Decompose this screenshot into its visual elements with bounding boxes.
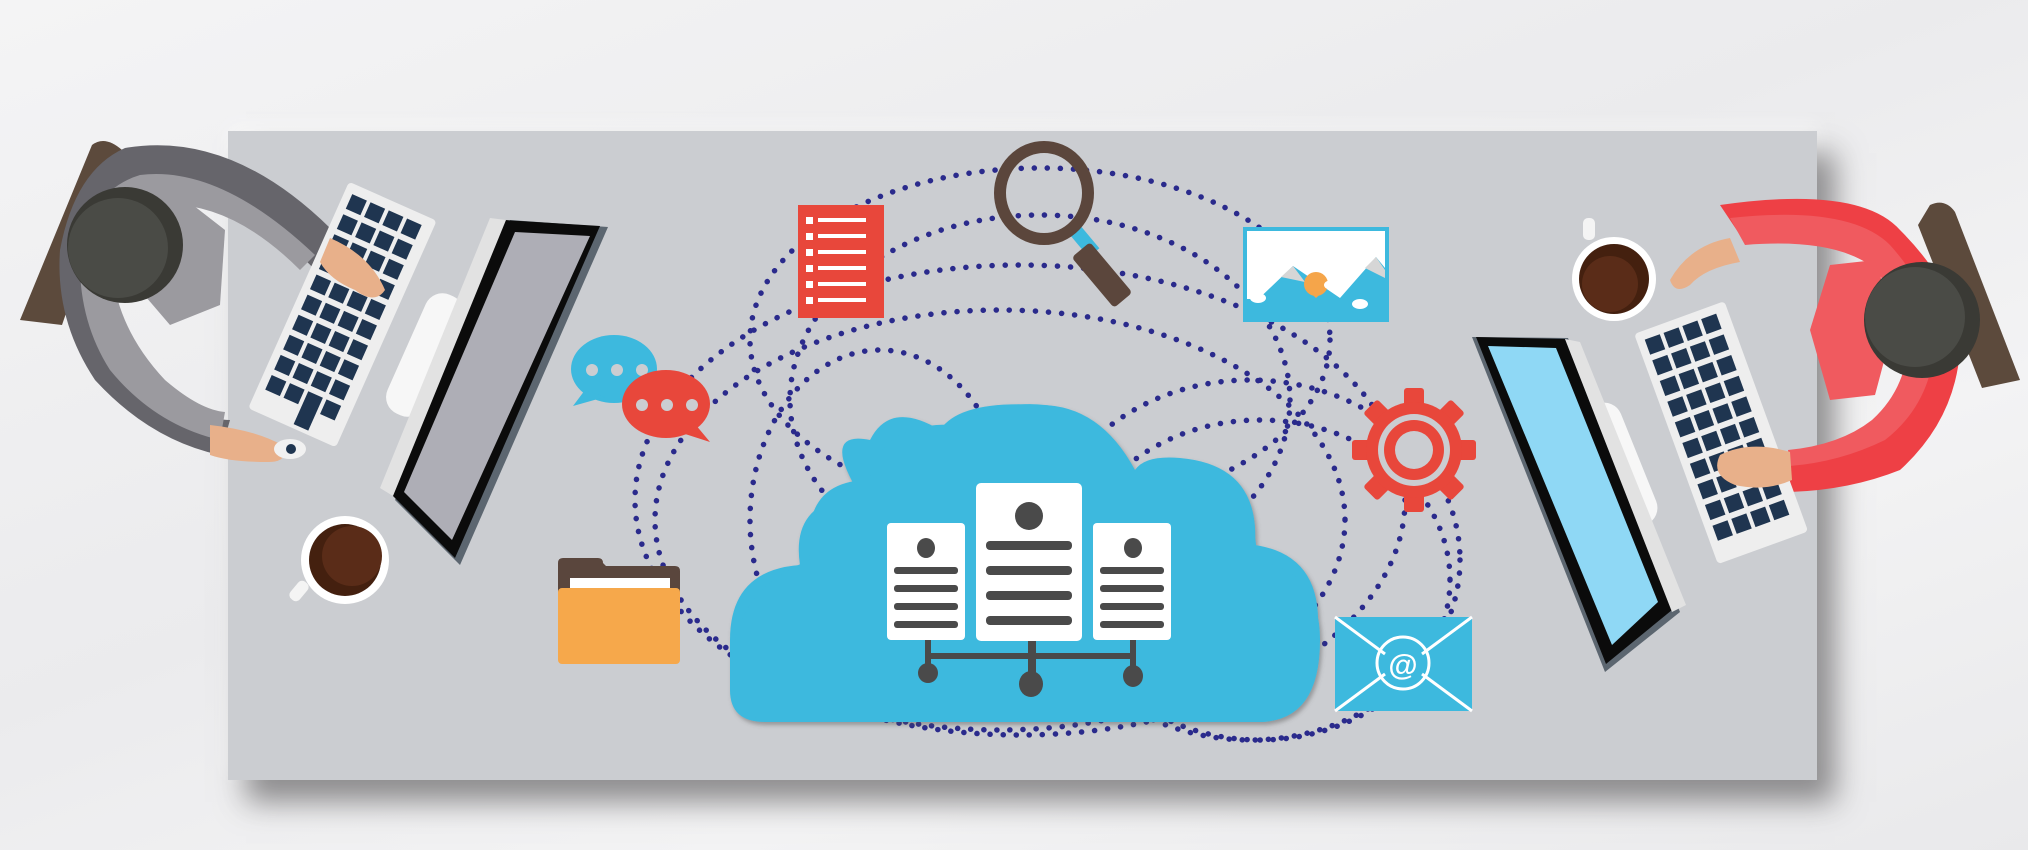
hand xyxy=(1670,238,1740,289)
coffee-cup-icon xyxy=(1572,218,1656,321)
magnifier-icon xyxy=(994,141,1131,307)
email-icon: @ xyxy=(1334,615,1473,713)
server-network xyxy=(887,483,1171,697)
hand xyxy=(1717,446,1792,488)
email-at-symbol: @ xyxy=(1388,649,1417,682)
server-icon xyxy=(1093,523,1171,640)
monitor-icon xyxy=(1472,337,1686,672)
chat-bubbles-icon xyxy=(571,335,710,442)
image-icon xyxy=(1243,227,1389,322)
server-icon xyxy=(976,483,1082,641)
hand xyxy=(320,238,385,298)
folder-icon xyxy=(558,558,680,664)
keyboard-icon xyxy=(1635,302,1808,564)
left-worker xyxy=(20,141,608,604)
right-worker xyxy=(1472,198,2020,672)
gear-icon xyxy=(1352,388,1476,512)
coffee-cup-icon xyxy=(289,516,389,604)
monitor-icon xyxy=(380,218,608,565)
document-list-icon xyxy=(798,205,884,318)
server-icon xyxy=(887,523,965,640)
